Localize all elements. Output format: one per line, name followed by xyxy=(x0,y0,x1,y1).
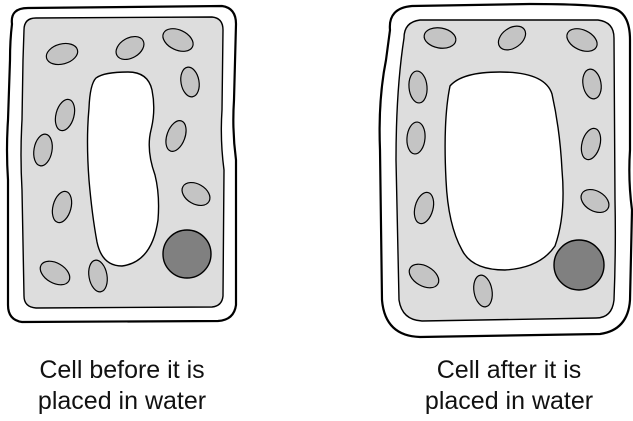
cell-before xyxy=(7,6,236,322)
caption-after-line1: Cell after it is xyxy=(379,355,633,386)
caption-before: Cell before it is placed in water xyxy=(0,355,252,417)
cell-after xyxy=(380,4,632,337)
caption-before-line2: placed in water xyxy=(0,386,252,417)
caption-after: Cell after it is placed in water xyxy=(379,355,633,417)
caption-after-line2: placed in water xyxy=(379,386,633,417)
vacuole-after xyxy=(445,72,563,270)
vacuole-before xyxy=(88,72,159,266)
caption-before-line1: Cell before it is xyxy=(0,355,252,386)
nucleus-before xyxy=(163,230,211,278)
nucleus-after xyxy=(554,240,604,290)
